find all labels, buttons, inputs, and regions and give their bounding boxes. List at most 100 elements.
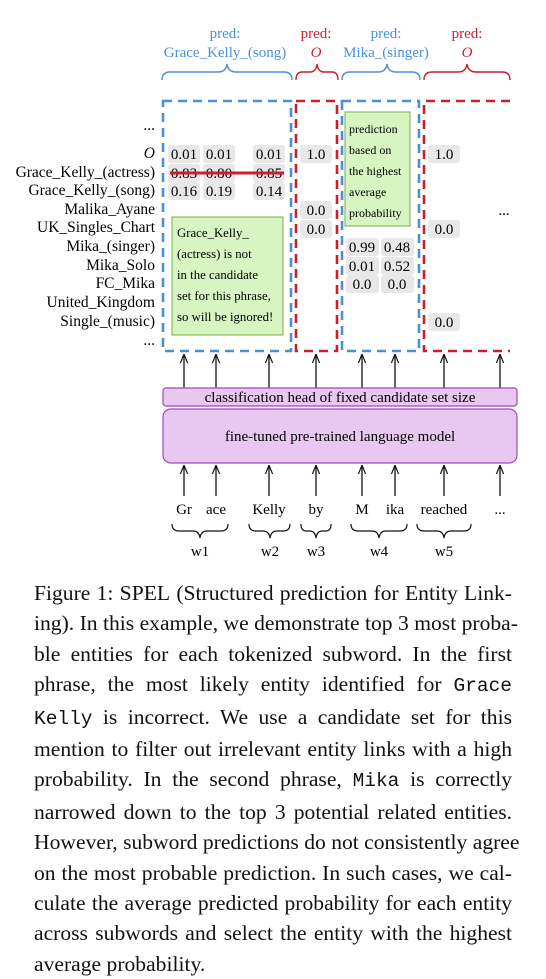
prob-value: 0.01 [349, 259, 375, 275]
chip [346, 275, 379, 293]
prediction-labels: pred: Grace_Kelly_(song) pred: O pred: M… [164, 26, 483, 61]
chip [253, 145, 285, 163]
prob-value: 0.0 [307, 203, 326, 219]
word-labels: w1 w2 w3 w4 w5 [191, 544, 453, 560]
group-boxes [161, 99, 510, 353]
prob-value: 0.0 [435, 222, 454, 238]
chip [300, 201, 332, 219]
caption-line: across subwords and select the entity wi… [34, 921, 512, 946]
caption-line: on the most probable prediction. In such… [34, 860, 512, 885]
word-label: w3 [307, 544, 325, 560]
pred-label-1-prefix: pred: [210, 26, 241, 42]
chip [253, 182, 285, 200]
code-span: Grace [453, 675, 512, 698]
note-ignored: Grace_Kelly_ (actress) is not in the can… [171, 216, 284, 336]
chip [428, 313, 460, 331]
top-brace-2 [295, 63, 339, 81]
token: ace [206, 502, 226, 518]
entity-label: FC_Mika [96, 275, 156, 292]
caption-line: ble entities for each tokenized subword.… [34, 641, 512, 666]
pred-label-1-entity: Grace_Kelly_(song) [164, 45, 286, 61]
classification-head-label: classification head of fixed candidate s… [205, 390, 476, 406]
prob-value: 1.0 [435, 147, 454, 163]
pred-label-3-entity: Mika_(singer) [343, 45, 429, 61]
classification-head-box [162, 387, 518, 407]
note-average-box [344, 111, 411, 227]
bottom-brace-w5 [416, 523, 472, 539]
group-box-by [294, 99, 339, 353]
entity-label: ... [143, 332, 155, 349]
chip [168, 182, 200, 200]
token: Kelly [252, 502, 286, 518]
entity-label: UK_Singles_Chart [37, 219, 156, 236]
probability-values: 0.01 0.01 0.01 0.83 0.80 0.85 0.16 0.19 … [171, 147, 510, 331]
ellipsis: ... [498, 203, 509, 219]
top-brace-3 [341, 63, 421, 81]
bottom-brace-w2 [248, 523, 291, 539]
caption-line: mention to filter out irrelevant entity … [34, 737, 512, 762]
word-label: w1 [191, 544, 209, 560]
chip [203, 182, 235, 200]
chip [428, 220, 460, 238]
chip [300, 145, 332, 163]
note-ignored-line: (actress) is not [177, 247, 252, 261]
group-box-reached [422, 99, 510, 353]
prob-value: 0.52 [384, 259, 410, 275]
pred-label-4-entity: O [462, 45, 473, 61]
prob-value: 0.01 [206, 147, 232, 163]
entity-labels: ... O Grace_Kelly_(actress) Grace_Kelly_… [16, 117, 156, 349]
prob-value: 0.16 [171, 184, 198, 200]
group-box-grace-kelly [161, 99, 293, 353]
note-ignored-line: set for this phrase, [177, 289, 271, 303]
caption-line: average probability. [34, 951, 206, 976]
chip [203, 145, 235, 163]
prob-value: 0.14 [256, 184, 283, 200]
language-model-label: fine-tuned pre-trained language model [225, 429, 455, 445]
prob-value: 0.0 [435, 315, 454, 331]
figure-caption: Figure 1: SPEL (Structured prediction fo… [34, 578, 519, 979]
token: by [309, 502, 325, 518]
language-model-box [162, 408, 518, 464]
pred-label-2-entity: O [311, 45, 322, 61]
code-span: Kelly [34, 707, 93, 730]
chip [168, 145, 200, 163]
word-label: w2 [261, 544, 279, 560]
prob-value: 0.48 [384, 240, 410, 256]
prob-value: 0.0 [307, 222, 326, 238]
prob-value: 0.01 [171, 147, 197, 163]
prob-value: 0.0 [388, 277, 407, 293]
entity-label: Single_(music) [60, 313, 155, 330]
note-average-line: average [349, 185, 386, 199]
bottom-brace-w4 [350, 523, 408, 539]
token: ... [494, 502, 505, 518]
note-average-line: probability [349, 206, 402, 220]
caption-line: Figure 1: SPEL (Structured prediction fo… [34, 581, 512, 605]
token: ika [386, 502, 405, 518]
pred-label-4-prefix: pred: [452, 26, 483, 42]
note-average-line: prediction [349, 122, 398, 136]
chip [381, 275, 414, 293]
entity-label: Malika_Ayane [64, 201, 155, 218]
entity-label: Grace_Kelly_(actress) [16, 164, 155, 181]
chip [428, 145, 460, 163]
note-ignored-line: in the candidate [177, 268, 258, 282]
entity-label: Mika_Solo [86, 257, 155, 274]
caption-line: Kelly is incorrect. We use a candidate s… [34, 704, 512, 730]
caption-line: phrase, the most likely entity identifie… [34, 672, 512, 698]
pred-label-3-prefix: pred: [371, 26, 402, 42]
lower-arrows [184, 466, 500, 496]
note-average-line: based on [349, 143, 391, 157]
chip [381, 238, 414, 256]
note-ignored-line: Grace_Kelly_ [177, 226, 249, 240]
bottom-braces [171, 523, 472, 539]
word-label: w5 [435, 544, 453, 560]
tokens: Gr ace Kelly by M ika reached ... [176, 502, 506, 518]
prob-value: 0.99 [349, 240, 375, 256]
caption-line: probability. In the second phrase, Mika … [34, 767, 512, 793]
chip [381, 257, 414, 275]
top-braces [161, 63, 511, 81]
note-ignored-box [171, 216, 284, 336]
caption-line: narrowed down to the top 3 potential rel… [34, 799, 512, 824]
group-box-mika [340, 99, 421, 353]
entity-label: Mika_(singer) [66, 238, 155, 255]
